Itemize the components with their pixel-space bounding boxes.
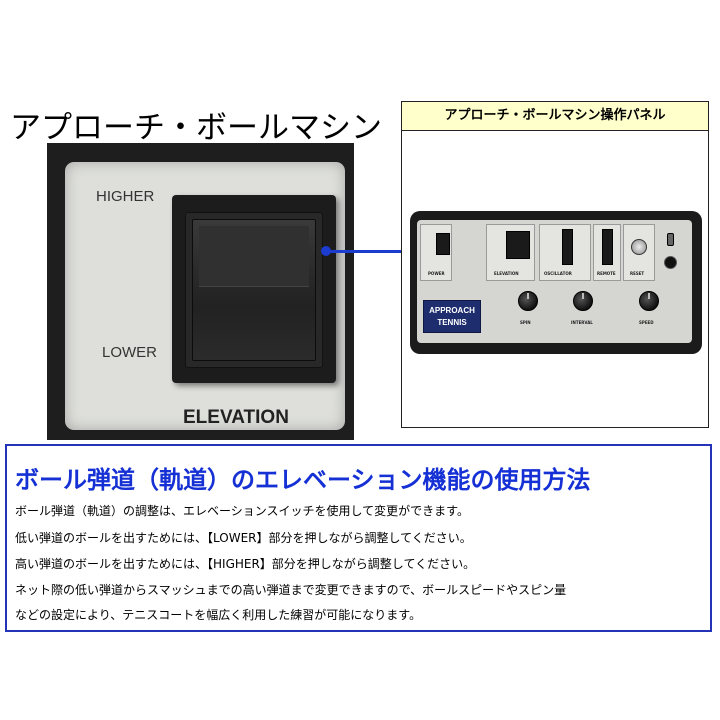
reset-button[interactable] [631,239,647,255]
spin-knob[interactable] [518,291,538,311]
switch-plate: HIGHER LOWER ELEVATION [65,162,345,430]
elevation-switch[interactable] [506,231,530,259]
remote-section: REMOTE [593,224,621,281]
elevation-switch-photo: HIGHER LOWER ELEVATION [47,143,354,440]
toggle-switch[interactable] [667,233,674,246]
reset-label: RESET [630,271,645,276]
remote-label: REMOTE [597,271,616,276]
info-line-3: 高い弾道のボールを出すためには、【HIGHER】部分を押しながら調整してください… [15,557,476,571]
elevation-label: ELEVATION [183,407,289,428]
info-line-4: ネット際の低い弾道からスマッシュまでの高い弾道まで変更できますので、ボールスピー… [15,583,567,597]
rocker-switch[interactable] [172,195,336,383]
reset-section: RESET [623,224,655,281]
power-section: POWER [420,224,452,281]
oscillator-label: OSCILLATOR [544,271,572,276]
info-heading: ボール弾道（軌道）のエレベーション機能の使用方法 [15,466,591,494]
info-line-5: などの設定により、テニスコートを幅広く利用した練習が可能になります。 [15,608,422,622]
rocker-paddle [192,219,316,361]
connector-dot [321,246,331,256]
approach-tennis-logo: APPROACH TENNIS [423,300,481,333]
interval-knob[interactable] [573,291,593,311]
higher-label: HIGHER [96,188,155,205]
speed-knob[interactable] [639,291,659,311]
info-line-2: 低い弾道のボールを出すためには、【LOWER】部分を押しながら調整してください。 [15,531,472,545]
oscillator-switch[interactable] [562,229,573,265]
spin-label: SPIN [520,320,531,325]
remote-jack [664,256,677,269]
control-panel-box: アプローチ・ボールマシン操作パネル POWER ELEVATION OSCILL… [401,101,709,428]
speed-label: SPEED [639,320,654,325]
elevation-section: ELEVATION [486,224,535,281]
oscillator-section: OSCILLATOR [539,224,591,281]
info-line-1: ボール弾道（軌道）の調整は、エレベーションスイッチを使用して変更ができます。 [15,504,469,518]
panel-header: アプローチ・ボールマシン操作パネル [402,102,708,131]
control-panel-device: POWER ELEVATION OSCILLATOR REMOTE RESET [410,211,702,354]
remote-switch[interactable] [602,229,613,265]
power-label: POWER [428,271,445,276]
elevation-section-label: ELEVATION [494,271,519,276]
lower-label: LOWER [102,344,158,361]
interval-label: INTERVAL [571,320,593,325]
power-switch[interactable] [436,233,450,255]
connector-line [325,250,437,253]
page-title: アプローチ・ボールマシン [10,110,382,146]
usage-info-box: ボール弾道（軌道）のエレベーション機能の使用方法 ボール弾道（軌道）の調整は、エ… [5,444,712,632]
